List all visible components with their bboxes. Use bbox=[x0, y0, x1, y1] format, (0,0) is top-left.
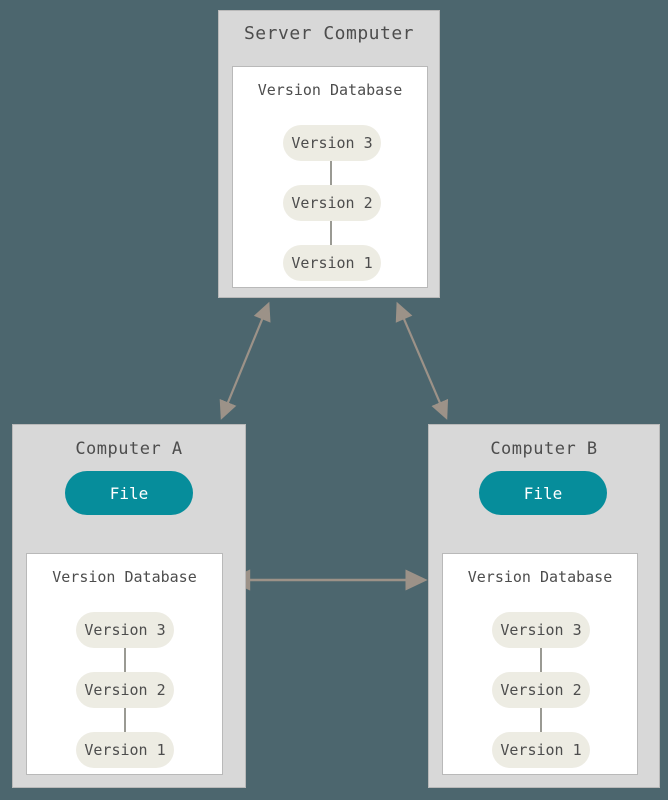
computer-b-title: Computer B bbox=[490, 439, 598, 459]
server-version-pill-2[interactable]: Version 2 bbox=[283, 185, 381, 221]
computer-a-version-pill-3[interactable]: Version 3 bbox=[76, 612, 174, 648]
computer-a-box[interactable]: Computer A File Version Database Version… bbox=[12, 424, 246, 788]
computer-a-version-label-2: Version 2 bbox=[84, 681, 166, 699]
computer-a-version-database-box[interactable]: Version Database Version 3 Version 2 Ver… bbox=[26, 553, 223, 775]
computer-b-version-database-title: Version Database bbox=[467, 568, 613, 586]
computer-b-version-database-box[interactable]: Version Database Version 3 Version 2 Ver… bbox=[442, 553, 638, 775]
computer-b-version-label-3: Version 3 bbox=[500, 621, 582, 639]
server-version-database-title: Version Database bbox=[257, 81, 403, 99]
connector-a-v3-v2 bbox=[124, 648, 126, 672]
server-version-pill-3[interactable]: Version 3 bbox=[283, 125, 381, 161]
computer-a-version-pill-2[interactable]: Version 2 bbox=[76, 672, 174, 708]
computer-b-file-pill[interactable]: File bbox=[479, 471, 607, 515]
computer-a-file-label: File bbox=[109, 483, 149, 503]
server-version-database-box[interactable]: Version Database Version 3 Version 2 Ver… bbox=[232, 66, 428, 288]
server-version-pill-1[interactable]: Version 1 bbox=[283, 245, 381, 281]
server-version-label-2: Version 2 bbox=[291, 194, 373, 212]
server-version-label-3: Version 3 bbox=[291, 134, 373, 152]
computer-a-file-pill[interactable]: File bbox=[65, 471, 193, 515]
server-computer-box[interactable]: Server Computer Version Database Version… bbox=[218, 10, 440, 298]
connector-a-v2-v1 bbox=[124, 708, 126, 732]
computer-b-version-pill-2[interactable]: Version 2 bbox=[492, 672, 590, 708]
connector-v2-v1 bbox=[330, 221, 332, 245]
computer-a-version-label-3: Version 3 bbox=[84, 621, 166, 639]
computer-a-title: Computer A bbox=[75, 439, 183, 459]
computer-b-box[interactable]: Computer B File Version Database Version… bbox=[428, 424, 660, 788]
connector-b-v2-v1 bbox=[540, 708, 542, 732]
server-version-label-1: Version 1 bbox=[291, 254, 373, 272]
arrow-server-to-computer-a bbox=[219, 301, 271, 420]
computer-b-version-pill-1[interactable]: Version 1 bbox=[492, 732, 590, 768]
computer-a-version-database-title: Version Database bbox=[52, 568, 197, 586]
computer-b-version-pill-3[interactable]: Version 3 bbox=[492, 612, 590, 648]
connector-b-v3-v2 bbox=[540, 648, 542, 672]
computer-a-version-pill-1[interactable]: Version 1 bbox=[76, 732, 174, 768]
arrow-server-to-computer-b bbox=[395, 301, 449, 420]
server-computer-title: Server Computer bbox=[243, 23, 415, 44]
connector-v3-v2 bbox=[330, 161, 332, 185]
computer-a-version-label-1: Version 1 bbox=[84, 741, 166, 759]
computer-b-file-label: File bbox=[523, 483, 563, 503]
computer-b-version-label-1: Version 1 bbox=[500, 741, 582, 759]
computer-b-version-label-2: Version 2 bbox=[500, 681, 582, 699]
